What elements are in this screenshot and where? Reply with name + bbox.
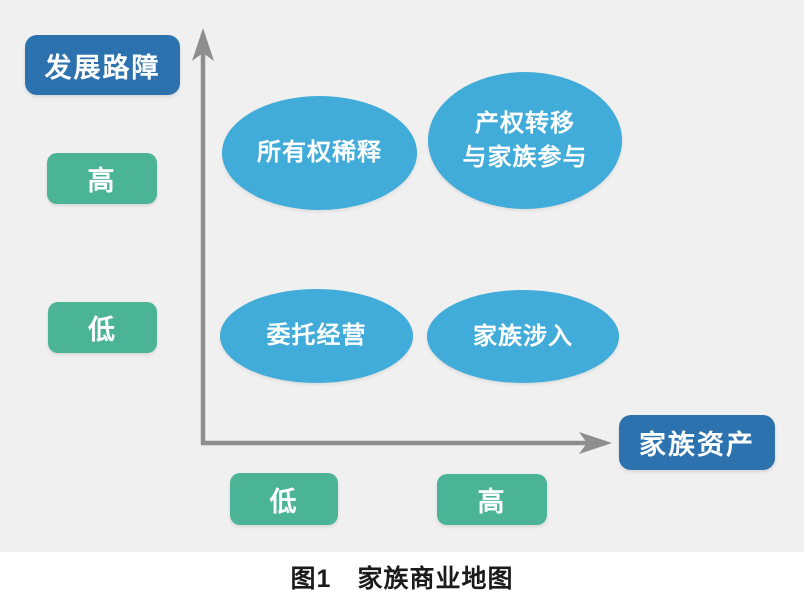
- bubble-ownership-dilution-text: 所有权稀释: [257, 139, 382, 166]
- bubble-family-involvement: 家族涉入: [427, 290, 619, 383]
- bubble-family-involvement-text: 家族涉入: [473, 322, 573, 350]
- axis-lines: [200, 50, 588, 446]
- bubble-property-transfer-line1: 产权转移: [475, 109, 575, 137]
- x-axis-arrowhead-icon: [579, 432, 612, 454]
- x-axis-label-box: 家族资产: [619, 415, 775, 470]
- x-tick-high-text: 高: [477, 487, 507, 517]
- y-tick-high: 高: [47, 153, 157, 204]
- x-tick-low-text: 低: [269, 486, 299, 517]
- x-axis-label-text: 家族资产: [639, 430, 755, 460]
- x-tick-high: 高: [437, 474, 547, 525]
- bubble-property-transfer-line2: 与家族参与: [462, 143, 588, 171]
- y-tick-high-text: 高: [87, 166, 117, 196]
- bubble-entrusted-management: 委托经营: [220, 289, 413, 383]
- axes: [192, 28, 612, 454]
- y-tick-low: 低: [48, 302, 157, 353]
- caption-area: 图1 家族商业地图: [0, 552, 804, 602]
- x-tick-low: 低: [230, 473, 338, 525]
- bubble-ownership-dilution: 所有权稀释: [222, 96, 417, 210]
- y-tick-low-text: 低: [88, 315, 117, 345]
- bubble-entrusted-management-text: 委托经营: [266, 322, 367, 349]
- y-axis-label-box: 发展路障: [25, 35, 180, 95]
- bubble-property-transfer-family-participation: 产权转移 与家族参与: [428, 72, 622, 209]
- y-axis-arrowhead-icon: [192, 28, 214, 61]
- y-axis-label-text: 发展路障: [44, 52, 161, 83]
- figure-caption: 图1 家族商业地图: [290, 565, 514, 593]
- diagram-panel: 发展路障 高 低 所有权稀释 产权转移 与家族参与 委托经营 家族涉入 低 高 …: [0, 0, 804, 552]
